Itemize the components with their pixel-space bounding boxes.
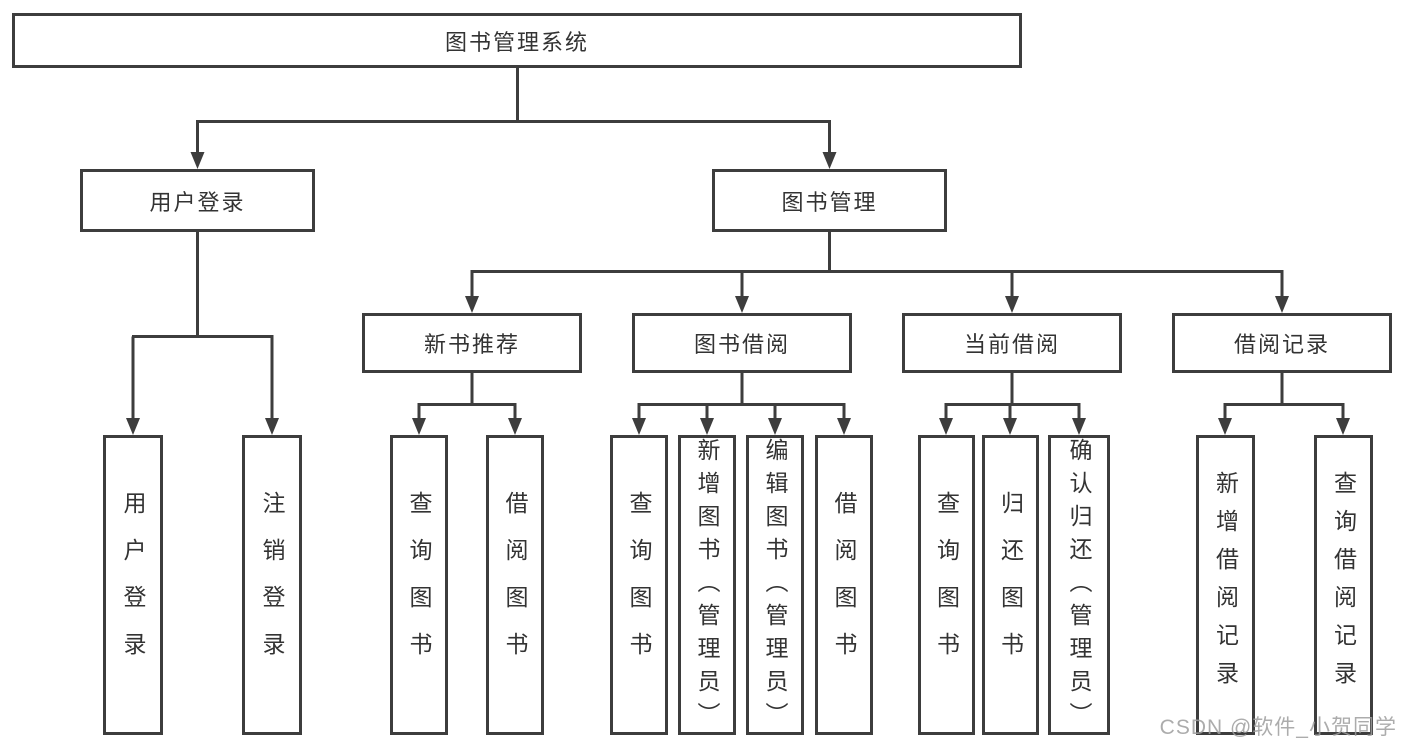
node-new-book-recommend: 新书推荐 xyxy=(362,313,582,373)
node-book-management: 图书管理 xyxy=(712,169,947,232)
leaf-return-books: 归还图书 xyxy=(982,435,1039,735)
watermark: CSDN @软件_小贺同学 xyxy=(1159,716,1397,739)
leaf-query-books-2: 查询图书 xyxy=(610,435,668,735)
leaf-user-login: 用户登录 xyxy=(103,435,163,735)
node-current-borrow: 当前借阅 xyxy=(902,313,1122,373)
leaf-query-books-3: 查询图书 xyxy=(918,435,975,735)
node-book-borrow: 图书借阅 xyxy=(632,313,852,373)
leaf-query-books-1: 查询图书 xyxy=(390,435,448,735)
node-borrow-record: 借阅记录 xyxy=(1172,313,1392,373)
leaf-add-borrow-record: 新增借阅记录 xyxy=(1196,435,1255,735)
node-root: 图书管理系统 xyxy=(12,13,1022,68)
leaf-edit-books-admin: 编辑图书（管理员） xyxy=(746,435,804,735)
node-user-login: 用户登录 xyxy=(80,169,315,232)
leaf-confirm-return-admin: 确认归还（管理员） xyxy=(1048,435,1110,735)
leaf-borrow-books-2: 借阅图书 xyxy=(815,435,873,735)
leaf-add-books-admin: 新增图书（管理员） xyxy=(678,435,736,735)
leaf-query-borrow-record: 查询借阅记录 xyxy=(1314,435,1373,735)
leaf-borrow-books-1: 借阅图书 xyxy=(486,435,544,735)
leaf-logout: 注销登录 xyxy=(242,435,302,735)
